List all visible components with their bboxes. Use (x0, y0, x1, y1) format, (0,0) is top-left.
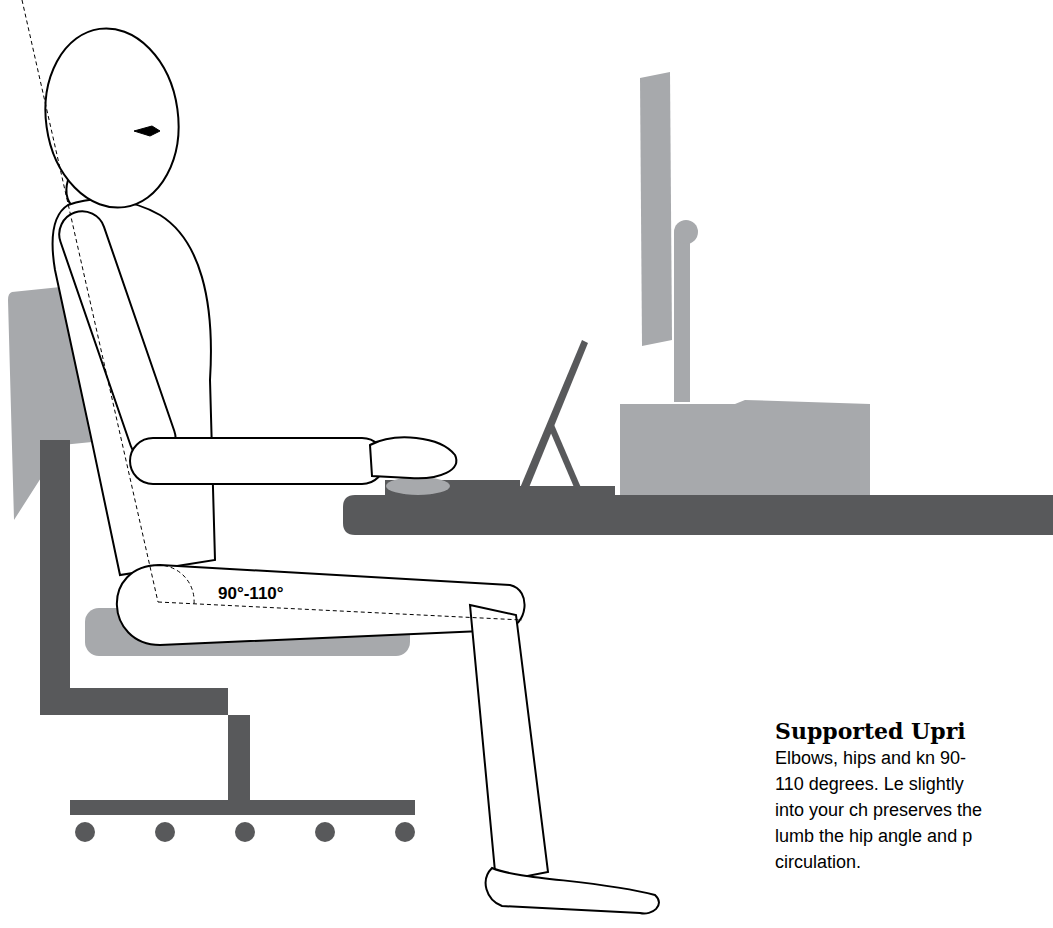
hand (370, 437, 456, 478)
chair-wheels (75, 822, 415, 842)
monitor-hinge (674, 220, 698, 244)
lower-leg (470, 605, 548, 882)
desk (343, 495, 1053, 535)
thigh-guide (158, 602, 522, 620)
upper-arm (53, 205, 182, 468)
angle-label: 90°-110° (216, 584, 286, 604)
head (34, 20, 190, 217)
torso (53, 199, 215, 575)
body-text: Elbows, hips and kn 90-110 degrees. Le s… (775, 745, 990, 875)
tablet-stand (547, 420, 582, 492)
thigh (117, 565, 525, 645)
computer-box (620, 400, 870, 495)
monitor-screen (640, 72, 672, 346)
angle-guides (22, 0, 522, 620)
eye (134, 126, 160, 136)
angle-arc (150, 565, 194, 604)
tablet-base (515, 486, 615, 495)
heading: Supported Upri (775, 718, 966, 744)
mouse (386, 477, 450, 495)
foot (486, 868, 659, 914)
tablet (520, 340, 588, 490)
chair-base (70, 800, 415, 815)
forearm (130, 438, 385, 484)
monitor-stand (674, 232, 690, 402)
desk-items (343, 72, 1053, 535)
spine-guide (22, 0, 158, 602)
